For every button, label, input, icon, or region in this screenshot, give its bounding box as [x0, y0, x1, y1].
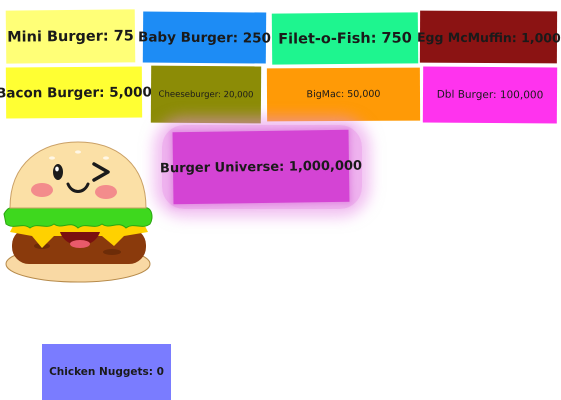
- dbl-burger-button[interactable]: Dbl Burger: 100,000: [422, 66, 558, 124]
- cheeseburger-label: Cheeseburger: 20,000: [158, 89, 254, 100]
- baby-burger-button[interactable]: Baby Burger: 250: [138, 11, 271, 64]
- filet-o-fish-button[interactable]: Filet-o-Fish: 750: [271, 12, 419, 65]
- baby-burger-label: Baby Burger: 250: [137, 28, 272, 47]
- cheeseburger-button[interactable]: Cheeseburger: 20,000: [150, 65, 262, 124]
- filet-o-fish-label: Filet-o-Fish: 750: [278, 29, 412, 48]
- burger-universe-label: Burger Universe: 1,000,000: [159, 158, 363, 176]
- mini-burger-label: Mini Burger: 75: [7, 27, 134, 46]
- burger-universe-button[interactable]: Burger Universe: 1,000,000: [160, 129, 362, 205]
- burger-clicker-button[interactable]: [2, 140, 154, 288]
- egg-mcmuffin-button[interactable]: Egg McMuffin: 1,000: [417, 10, 561, 64]
- egg-mcmuffin-label: Egg McMuffin: 1,000: [416, 29, 561, 45]
- bigmac-button[interactable]: BigMac: 50,000: [266, 67, 421, 122]
- bacon-burger-label: Bacon Burger: 5,000: [0, 83, 152, 102]
- mini-burger-button[interactable]: Mini Burger: 75: [5, 9, 136, 64]
- chicken-nuggets-button[interactable]: Chicken Nuggets: 0: [42, 344, 171, 400]
- bigmac-label: BigMac: 50,000: [306, 88, 381, 101]
- bacon-burger-button[interactable]: Bacon Burger: 5,000: [0, 66, 152, 119]
- chicken-nuggets-label: Chicken Nuggets: 0: [49, 366, 164, 378]
- smiling-winking-burger-icon: [3, 141, 153, 283]
- dbl-burger-label: Dbl Burger: 100,000: [436, 88, 544, 102]
